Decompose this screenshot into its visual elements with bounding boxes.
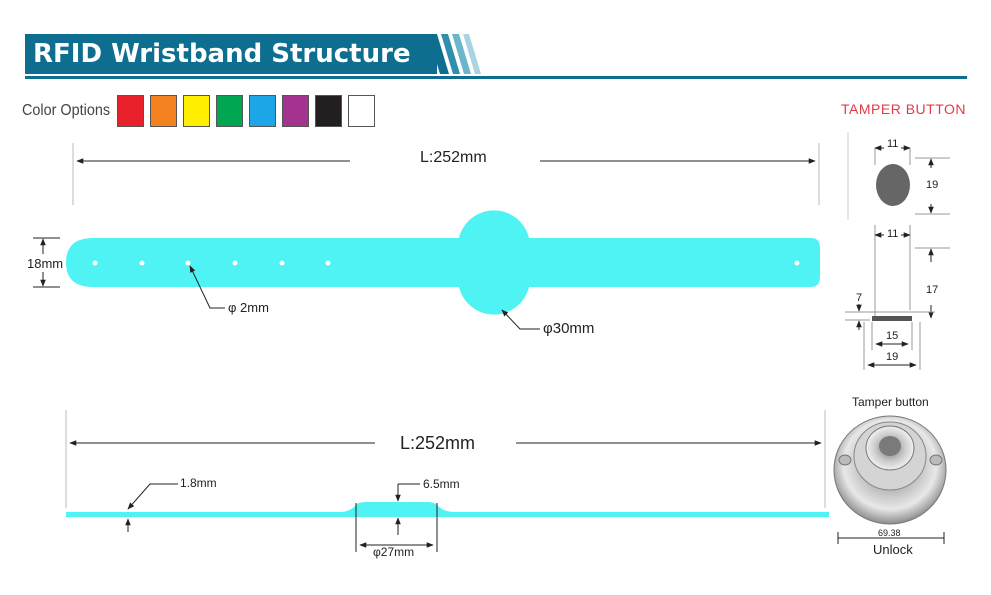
color-swatch — [315, 95, 342, 127]
color-swatch — [150, 95, 177, 127]
hole-diameter-label: φ 2mm — [228, 300, 269, 315]
tamper-top-drawing — [847, 132, 950, 220]
hole-leader — [189, 265, 225, 309]
disc-leader — [501, 309, 540, 330]
boss-dimensions — [355, 483, 438, 552]
thickness-label: 1.8mm — [180, 476, 217, 490]
boss-height-label: 6.5mm — [423, 477, 460, 491]
tamper-button-photo — [833, 415, 947, 544]
wristband-top-view — [66, 210, 820, 315]
tamper-profile-base-outer: 19 — [886, 351, 899, 363]
tamper-profile-drawing — [845, 225, 950, 370]
color-swatch — [348, 95, 375, 127]
tamper-profile-top: 11 — [887, 228, 899, 240]
color-options-label: Color Options — [22, 102, 111, 119]
top-length-label: L:252mm — [420, 149, 487, 166]
title-underline — [25, 76, 967, 79]
strap-hole — [139, 260, 145, 266]
tamper-photo-unlock: Unlock — [873, 542, 913, 557]
tamper-photo-caption: Tamper button — [852, 395, 929, 409]
width-label: 18mm — [27, 256, 64, 271]
tamper-profile-height: 17 — [926, 284, 939, 296]
disc-diameter-label: φ30mm — [543, 320, 595, 337]
wristband-side-view — [66, 502, 829, 517]
color-swatch — [216, 95, 243, 127]
top-length-dimension — [72, 143, 820, 205]
color-swatch — [282, 95, 309, 127]
strap-hole — [794, 260, 800, 266]
strap-hole — [92, 260, 98, 266]
width-dimension — [33, 237, 60, 288]
boss-diameter-label: φ27mm — [373, 545, 415, 559]
side-length-label: L:252mm — [400, 433, 476, 453]
thickness-dimension — [125, 483, 178, 532]
strap-hole — [325, 260, 331, 266]
strap-hole — [232, 260, 238, 266]
strap-hole — [279, 260, 285, 266]
page-title: RFID Wristband Structure — [33, 39, 411, 69]
color-swatch — [117, 95, 144, 127]
color-swatch — [249, 95, 276, 127]
tamper-profile-base-inner: 15 — [886, 330, 899, 342]
title-banner — [25, 34, 437, 74]
tamper-profile-left: 7 — [856, 292, 863, 304]
color-swatch — [183, 95, 210, 127]
strap-hole — [185, 260, 191, 266]
tamper-top-width: 11 — [887, 138, 899, 150]
side-length-dimension — [65, 410, 826, 508]
tamper-top-height: 19 — [926, 179, 939, 191]
title-stripes-decoration — [428, 34, 481, 74]
tamper-button-heading: TAMPER BUTTON — [841, 101, 966, 117]
tamper-photo-measure: 69.38 — [878, 528, 901, 538]
